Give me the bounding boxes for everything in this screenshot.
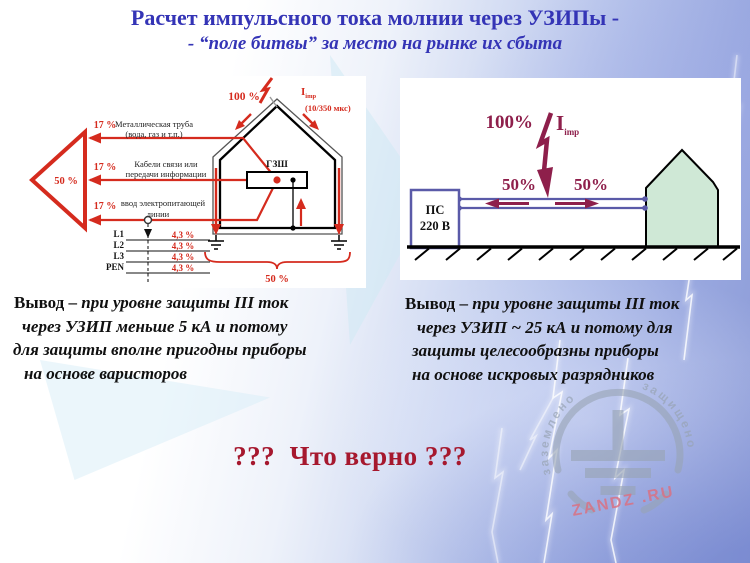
current-path-arrowheads <box>88 132 101 226</box>
bus-node-black <box>290 177 296 183</box>
up-arrow-head <box>296 198 306 209</box>
conclusion-line: при уровне защиты III ток <box>472 294 680 313</box>
slide-title: Расчет импульсного тока молнии через УЗИ… <box>130 5 620 30</box>
conclusion-line: на основе искровых разрядников <box>412 364 655 384</box>
svg-text:17 %: 17 % <box>94 120 117 131</box>
right-share-label: 50% <box>574 175 608 194</box>
conductor-name: PEN <box>106 262 125 272</box>
svg-text:ввод электропитающей: ввод электропитающей <box>121 198 206 208</box>
left-diagram-house-current-distribution: 100 % Iimp (10/350 мкс) ГЗШ <box>8 76 366 288</box>
right-diagram-overhead-line: 100% Iimp 50% 50% ПС 220 В <box>400 78 741 280</box>
conductor-value: 4,3 % <box>172 263 195 273</box>
svg-text:17 %: 17 % <box>94 162 117 173</box>
lightning-bolt-icon <box>535 112 554 172</box>
svg-text:линии: линии <box>147 209 170 219</box>
row-text-labels: Металлическая труба (вода, газ и т.п.) К… <box>115 119 207 219</box>
ground-symbol-icon <box>571 410 665 495</box>
strike-lead-line <box>269 96 278 108</box>
conclusion-right: Вывод – при уровне защиты III ток через … <box>400 292 750 386</box>
svg-text:17 %: 17 % <box>94 201 117 212</box>
conclusion-lead: Вывод – <box>405 294 469 313</box>
conductor-name: L1 <box>113 229 124 239</box>
conclusion-lead: Вывод – <box>14 293 78 312</box>
svg-text:передачи информации: передачи информации <box>126 169 207 179</box>
entry-node-circle <box>143 215 153 225</box>
impulse-current-label: Iimp <box>301 86 317 100</box>
conclusion-line: через УЗИП меньше 5 кА и потому <box>22 316 288 336</box>
conclusion-line: при уровне защиты III ток <box>81 293 289 312</box>
substation-label-line1: ПС <box>426 203 445 217</box>
conductor-name: L2 <box>113 240 124 250</box>
big-arrow-percent: 50 % <box>54 176 78 187</box>
dashed-drop-arrowhead <box>144 229 152 238</box>
house-outline <box>212 98 343 235</box>
lightning-bolt-icon <box>258 77 274 104</box>
zandz-watermark-logo: заземлено защищено ZANDZ .RU <box>537 382 697 520</box>
conductor-name: L3 <box>113 251 124 261</box>
conductor-value: 4,3 % <box>172 230 195 240</box>
impulse-current-label: Iimp <box>556 111 579 137</box>
svg-text:Металлическая труба: Металлическая труба <box>115 119 193 129</box>
ground-symbol-left-icon <box>208 235 224 250</box>
floor-node <box>290 225 296 231</box>
big-left-arrow <box>29 127 87 233</box>
wall-current-arrows <box>211 113 344 235</box>
conclusion-line: для защиты вполне пригодны приборы <box>13 340 307 359</box>
question-text: ??? Что верно ??? <box>233 441 467 471</box>
ground-hatching <box>414 247 738 261</box>
strike-percent-label: 100 % <box>228 91 260 103</box>
lightning-bolt-arrowhead <box>537 167 553 198</box>
conductor-value: 4,3 % <box>172 252 195 262</box>
conductor-value: 4,3 % <box>172 241 195 251</box>
left-share-label: 50% <box>502 175 536 194</box>
conclusion-line: защиты целесообразны приборы <box>412 341 659 360</box>
ground-brace <box>204 251 351 270</box>
strike-percent-label: 100% <box>486 112 534 133</box>
conclusion-line: на основе варисторов <box>24 363 187 383</box>
conclusion-line: через УЗИП ~ 25 кА и потому для <box>417 317 673 337</box>
row-percent-labels: 17 % 17 % 17 % <box>94 120 117 212</box>
conductor-table: L1 L2 L3 PEN 4,3 % 4,3 % 4,3 % 4,3 % <box>106 229 210 274</box>
wire-current-arrows <box>485 198 599 209</box>
substation-label-line2: 220 В <box>420 219 450 233</box>
waveform-label: (10/350 мкс) <box>305 103 351 113</box>
ground-circle-icon <box>552 388 684 514</box>
ground-percent-label: 50 % <box>265 274 289 285</box>
ground-symbol-right-icon <box>331 235 347 250</box>
slide-subtitle: - “поле битвы” за место на рынке их сбыт… <box>187 33 563 54</box>
svg-text:Кабели связи или: Кабели связи или <box>134 159 198 169</box>
grounding-bus-label: ГЗШ <box>266 160 288 170</box>
bus-node-red <box>273 176 281 184</box>
overhead-wires <box>459 197 645 210</box>
conclusion-left: Вывод – при уровне защиты III ток через … <box>13 291 385 385</box>
svg-text:(вода, газ и т.п.): (вода, газ и т.п.) <box>125 129 182 139</box>
